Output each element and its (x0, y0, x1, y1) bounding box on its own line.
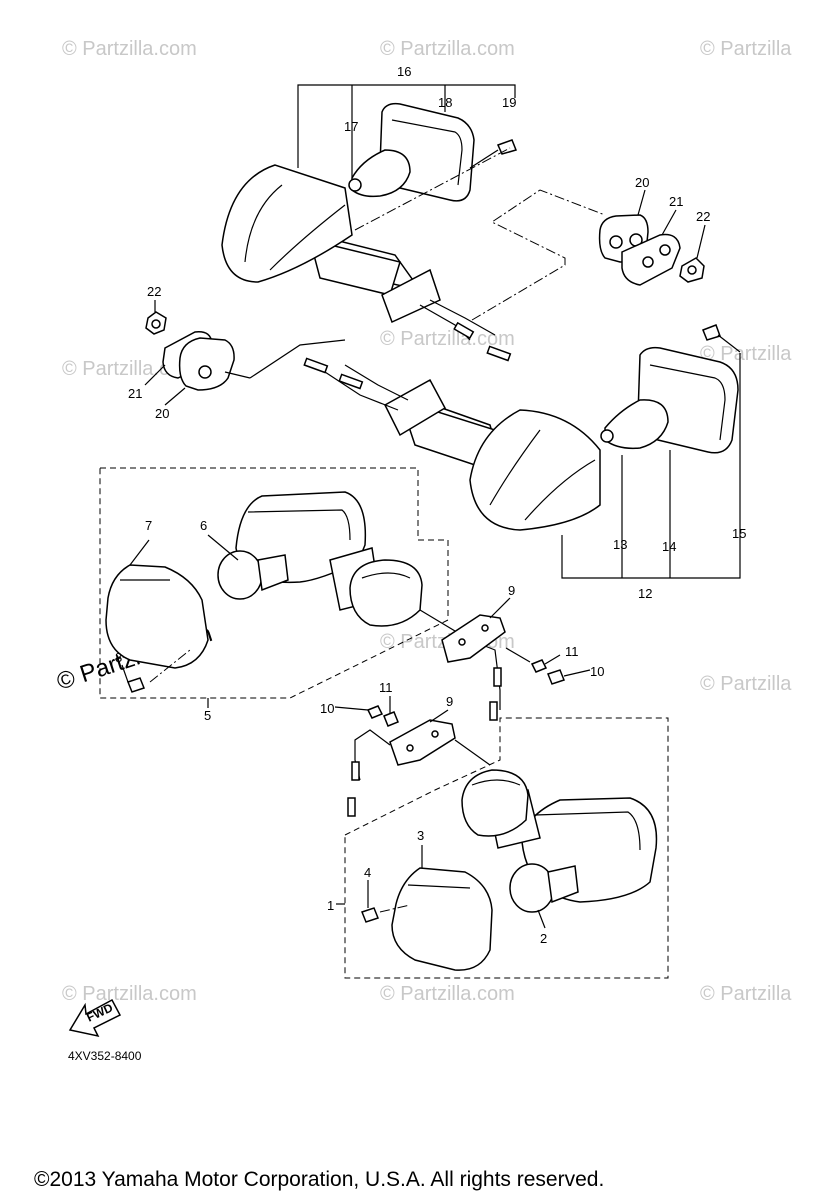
callout-11: 11 (565, 644, 579, 659)
callout-19: 19 (502, 95, 516, 110)
callout-3: 3 (417, 828, 424, 843)
watermark: © Partzilla.com (62, 38, 197, 60)
callout-12: 12 (638, 586, 652, 601)
forward-direction-arrow: FWD (68, 998, 122, 1038)
callout-20: 20 (155, 406, 169, 421)
callout-6: 6 (200, 518, 207, 533)
callout-5: 5 (204, 708, 211, 723)
callout-17: 17 (344, 119, 358, 134)
damper-set-right (598, 214, 705, 286)
callout-16: 16 (397, 64, 411, 79)
callout-4: 4 (364, 865, 371, 880)
watermark: © Partzilla (700, 38, 792, 60)
watermark: © Partzilla.com (62, 983, 197, 1005)
leader-lines (121, 189, 706, 929)
front-turn-signal-left-assembly (99, 467, 565, 721)
callout-1: 1 (327, 898, 334, 913)
watermark: © Partzilla (700, 343, 792, 365)
rear-turn-signal-left-assembly (221, 84, 606, 362)
watermark: © Partzilla.com (380, 328, 515, 350)
callout-14: 14 (662, 539, 676, 554)
front-turn-signal-right-assembly (344, 705, 669, 979)
callout-9: 9 (446, 694, 453, 709)
watermark: © Partzilla (700, 983, 792, 1005)
callout-9: 9 (508, 583, 515, 598)
callout-13: 13 (613, 537, 627, 552)
watermark: © Partzilla.com (380, 38, 515, 60)
callout-21: 21 (669, 194, 683, 209)
callout-10: 10 (590, 664, 604, 679)
callout-2: 2 (540, 931, 547, 946)
watermark: © Partzilla (700, 673, 792, 695)
callout-11: 11 (379, 680, 393, 695)
callout-8: 8 (115, 650, 122, 665)
callout-21: 21 (128, 386, 142, 401)
callout-20: 20 (635, 175, 649, 190)
callout-10: 10 (320, 701, 334, 716)
callout-22: 22 (147, 284, 161, 299)
callout-15: 15 (732, 526, 746, 541)
callout-labels: 1 2 3 4 5 6 7 8 9 9 10 10 11 11 12 13 14… (115, 64, 746, 946)
rear-turn-signal-right-assembly (303, 324, 741, 579)
callout-22: 22 (696, 209, 710, 224)
drawing-code: 4XV352-8400 (68, 1049, 142, 1063)
callout-7: 7 (145, 518, 152, 533)
callout-18: 18 (438, 95, 452, 110)
watermark: © Partzilla.com (380, 983, 515, 1005)
damper-set-left (145, 311, 346, 391)
copyright-notice: ©2013 Yamaha Motor Corporation, U.S.A. A… (34, 1168, 604, 1191)
